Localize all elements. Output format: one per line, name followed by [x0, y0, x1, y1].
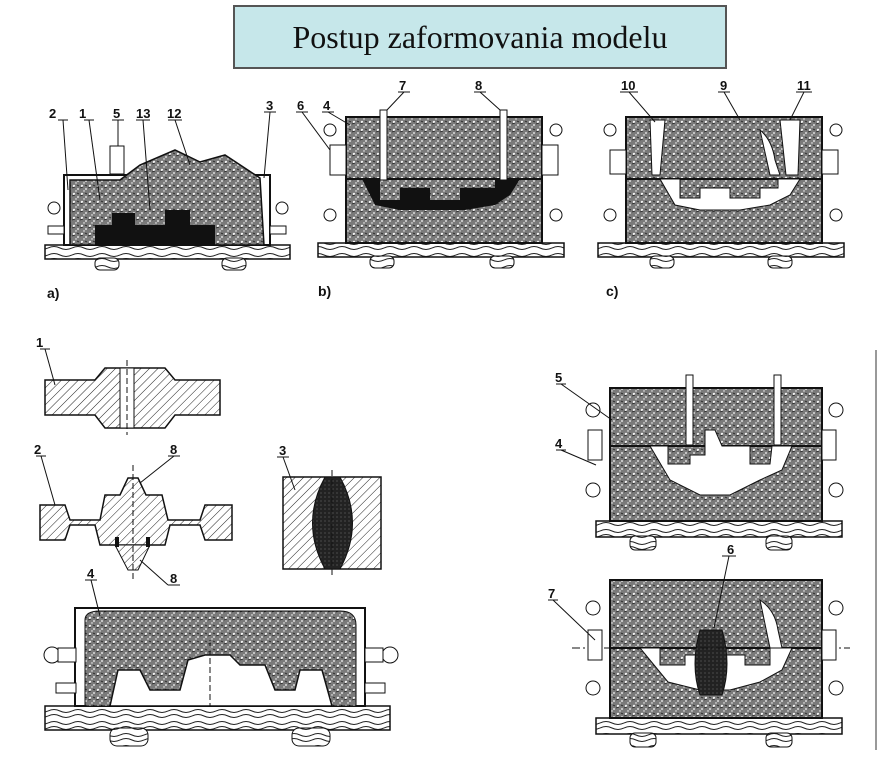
caption-b: b) [318, 283, 331, 299]
label-a-13: 13 [136, 106, 150, 121]
label-ll-2: 2 [34, 442, 41, 457]
part-4-mold: 4 [43, 566, 399, 747]
label-b-6: 6 [297, 98, 304, 113]
label-a-2: 2 [49, 106, 56, 121]
label-b-4: 4 [323, 98, 331, 113]
label-b-7: 7 [399, 78, 406, 93]
label-a-3: 3 [266, 98, 273, 113]
caption-c: c) [606, 283, 618, 299]
label-lr-7: 7 [548, 586, 555, 601]
figure-b: 6 4 7 8 b) [296, 78, 565, 299]
right-mold-upper: 5 4 [555, 370, 844, 551]
label-a-5: 5 [113, 106, 120, 121]
label-ll-1: 1 [36, 335, 43, 350]
label-ll-3: 3 [279, 443, 286, 458]
right-mold-lower: 6 7 [548, 350, 877, 750]
label-ll-4: 4 [87, 566, 95, 581]
page-title: Postup zaformovania modelu [292, 18, 668, 55]
figure-c: 10 9 11 c) [597, 78, 845, 299]
label-lr-6: 6 [727, 542, 734, 557]
part-3-core: 3 [277, 443, 382, 578]
label-a-1: 1 [79, 106, 86, 121]
label-ll-8a: 8 [170, 442, 177, 457]
label-lr-4: 4 [555, 436, 563, 451]
label-a-12: 12 [167, 106, 181, 121]
caption-a: a) [47, 285, 59, 301]
label-c-10: 10 [621, 78, 635, 93]
label-c-11: 11 [797, 78, 811, 93]
label-lr-5: 5 [555, 370, 562, 385]
label-ll-8b: 8 [170, 571, 177, 586]
title-box: Postup zaformovania modelu [233, 5, 727, 69]
part-1-pattern: 1 [36, 335, 221, 435]
label-b-8: 8 [475, 78, 482, 93]
label-c-9: 9 [720, 78, 727, 93]
figure-a: 2 1 5 13 12 3 a) [44, 98, 291, 301]
part-2-pattern: 2 8 8 [34, 442, 233, 586]
